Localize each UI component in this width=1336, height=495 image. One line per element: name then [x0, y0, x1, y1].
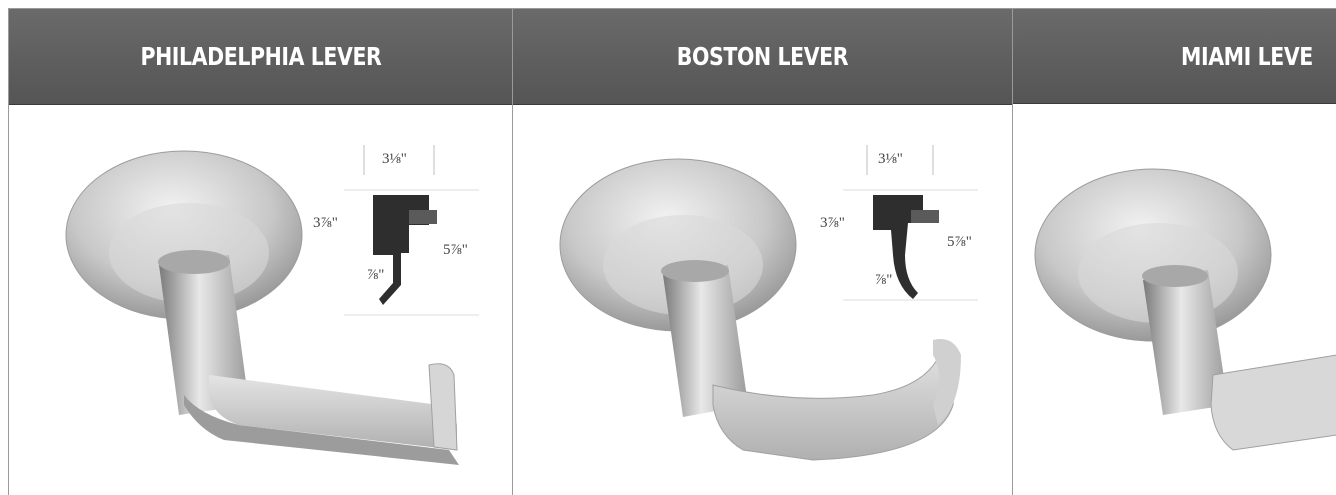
dimension-length: 5⅞" — [947, 234, 972, 250]
dimension-top-width: 3⅛" — [382, 151, 407, 167]
lever-panel-philadelphia: PHILADELPHIA LEVER — [8, 8, 512, 495]
philadelphia-lever-image — [65, 145, 479, 465]
lever-panel-boston: BOSTON LEVER — [512, 8, 1012, 495]
dimension-depth: ⅞" — [875, 272, 893, 288]
dimension-height: 3⅞" — [820, 215, 845, 231]
boston-lever-image — [559, 145, 978, 461]
dimension-length: 5⅞" — [443, 242, 468, 258]
lever-header: BOSTON LEVER — [513, 9, 1012, 105]
dimension-height: 3⅞" — [313, 215, 338, 231]
lever-title: PHILADELPHIA LEVER — [140, 42, 381, 71]
dimension-top-width: 3⅛" — [878, 151, 903, 167]
miami-lever-image — [1034, 168, 1336, 451]
dimension-depth: ⅞" — [367, 267, 385, 283]
lever-header: MIAMI LEVE — [1013, 9, 1336, 104]
lever-panel-miami: MIAMI LEVE — [1012, 8, 1336, 495]
lever-header: PHILADELPHIA LEVER — [9, 9, 512, 105]
lever-title: BOSTON LEVER — [676, 42, 849, 71]
lever-title: MIAMI LEVE — [1181, 41, 1313, 71]
